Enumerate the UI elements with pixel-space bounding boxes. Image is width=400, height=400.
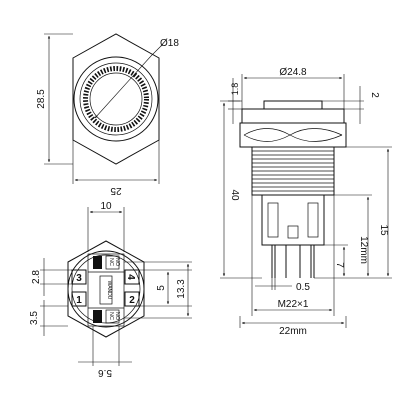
right-inner-label: 5	[156, 285, 167, 291]
total-height-label: 40	[229, 189, 240, 201]
contact-block	[87, 253, 125, 327]
top-contact-tab	[93, 256, 102, 269]
terminal-1-pad	[71, 291, 87, 307]
thread-lines	[252, 150, 334, 192]
contact-no-top: NO	[114, 258, 120, 267]
outer-bezel	[73, 56, 159, 142]
housing-slot	[287, 225, 299, 239]
top-span-label: 10	[100, 201, 112, 212]
contact-nc-top: NC	[108, 258, 114, 266]
front-view: Ø18 28.5 25	[36, 33, 179, 196]
bottom-view: NC NO NC NO WANDU 3 4 1 2 10 2.8 3.5	[29, 201, 192, 378]
button-cap	[263, 100, 323, 110]
bottom-contact-tab	[93, 310, 102, 323]
right-outer-label: 13.3	[176, 279, 187, 299]
left-bottom-label: 3.5	[29, 311, 40, 325]
ring-diameter-label: Ø18	[160, 38, 179, 49]
pin-width-label: 0.5	[296, 282, 310, 293]
brand-text: WANDU	[106, 281, 112, 300]
width-label: 25	[110, 185, 122, 196]
thread-label: M22×1	[278, 299, 309, 310]
bottom-span-label: 5.6	[98, 367, 112, 378]
push-button-face	[89, 72, 143, 126]
terminal-2-pad	[124, 291, 140, 307]
body-length-label: 15	[378, 224, 389, 236]
head-flange	[241, 108, 345, 124]
pin-length-label: 7	[334, 262, 345, 268]
contact-no-bottom: NO	[114, 312, 120, 321]
cap-height-label: 2	[369, 92, 380, 98]
terminal-4-pad	[124, 269, 140, 285]
led-ring	[83, 66, 149, 132]
terminal-3-label: 3	[76, 273, 82, 284]
head-diameter-label: Ø24.8	[279, 67, 307, 78]
height-label: 28.5	[36, 89, 47, 109]
left-small-label: 2.8	[31, 270, 42, 284]
terminal-3-pad	[71, 269, 87, 285]
head-thickness-label: 1.8	[230, 83, 240, 96]
terminal-length-label: 12mm	[358, 236, 369, 264]
switch-housing	[261, 194, 325, 246]
side-view: Ø24.8 1.8 2 40 15 12mm 7 0.5	[220, 67, 392, 337]
terminal-1-label: 1	[76, 295, 82, 306]
terminal-4-label: 4	[125, 274, 136, 280]
bezel-inner	[79, 62, 153, 136]
bottom-body-circle	[67, 250, 145, 328]
ring-diameter-leader	[94, 55, 152, 119]
terminal-2-label: 2	[129, 295, 135, 306]
hex-nut-side	[239, 122, 347, 148]
hole-label: 22mm	[279, 326, 307, 337]
bottom-hex-outline	[67, 240, 145, 338]
contact-nc-bottom: NC	[108, 312, 114, 320]
